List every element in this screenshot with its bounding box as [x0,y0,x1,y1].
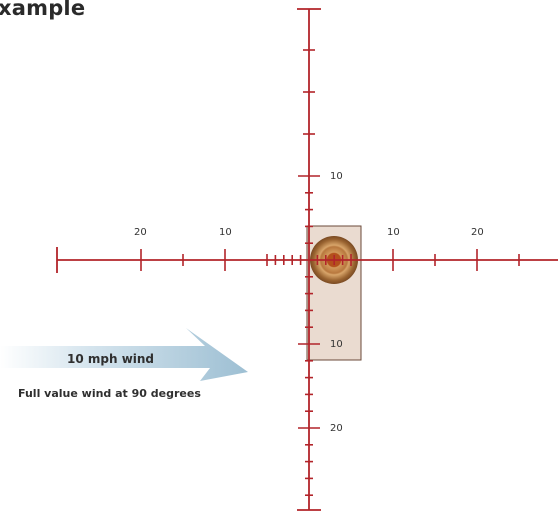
page-title: xample [0,0,86,20]
wind-speed-label: 10 mph wind [67,352,155,366]
wind-caption: Full value wind at 90 degrees [18,387,201,400]
v-label-down-10: 10 [330,339,343,350]
v-label-down-20: 20 [330,423,343,434]
reticle-crosshair [56,8,558,511]
h-label-right-20: 20 [471,227,484,238]
h-label-left-10: 10 [219,227,232,238]
h-label-left-20: 20 [134,227,147,238]
v-label-up-10: 10 [330,171,343,182]
h-label-right-10: 10 [387,227,400,238]
wind-arrow-icon [0,328,248,381]
